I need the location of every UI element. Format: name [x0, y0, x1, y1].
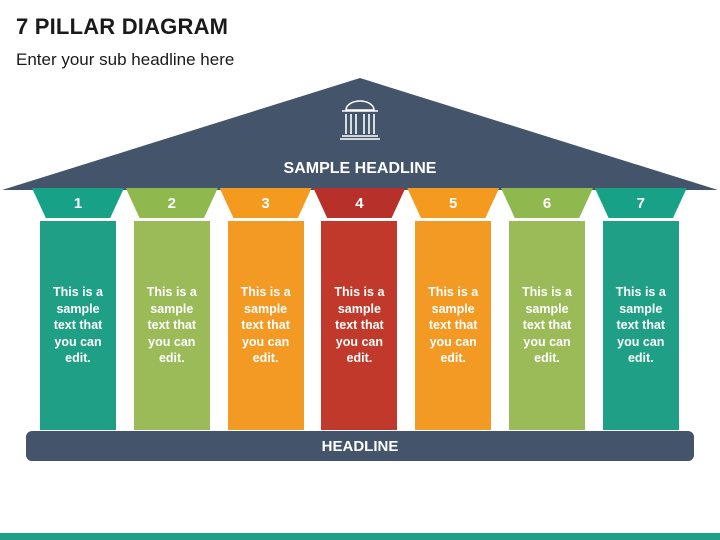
pillar-text: This is a sample text that you can edit. — [615, 285, 666, 366]
page-subtitle: Enter your sub headline here — [16, 50, 235, 69]
roof-headline: SAMPLE HEADLINE — [283, 160, 437, 177]
pillar-number: 1 — [32, 188, 124, 218]
pillar-number: 6 — [501, 188, 593, 218]
pillar-number: 5 — [407, 188, 500, 218]
pillar-number: 4 — [313, 188, 406, 218]
pillar-number: 2 — [125, 188, 218, 218]
temple-icon — [340, 100, 380, 140]
pillar-shaft: This is a sample text that you can edit. — [321, 221, 398, 430]
footer-line — [0, 533, 720, 540]
pillar-text: This is a sample text that you can edit. — [521, 285, 573, 366]
pillar-text: This is a sample text that you can edit. — [428, 285, 479, 366]
pillar-shaft: This is a sample text that you can edit. — [227, 221, 304, 430]
pillar-shaft: This is a sample text that you can edit. — [602, 221, 679, 430]
pillar-text: This is a sample text that you can edit. — [52, 285, 104, 366]
pillar-number: 7 — [594, 188, 687, 218]
pillar-shaft: This is a sample text that you can edit. — [509, 221, 585, 430]
roof-triangle — [2, 78, 718, 190]
page-title: 7 PILLAR DIAGRAM — [16, 14, 229, 39]
pillar-text: This is a sample text that you can edit. — [146, 285, 197, 366]
pillar-text: This is a sample text that you can edit. — [240, 285, 291, 366]
pillar-shaft: This is a sample text that you can edit. — [133, 221, 210, 430]
base-headline-bar: HEADLINE — [26, 431, 694, 461]
pillar-shaft: This is a sample text that you can edit. — [415, 221, 492, 430]
pillar-number: 3 — [219, 188, 312, 218]
roof — [2, 78, 718, 190]
pillar-text: This is a sample text that you can edit. — [334, 285, 385, 366]
pillar-shaft: This is a sample text that you can edit. — [40, 221, 116, 430]
